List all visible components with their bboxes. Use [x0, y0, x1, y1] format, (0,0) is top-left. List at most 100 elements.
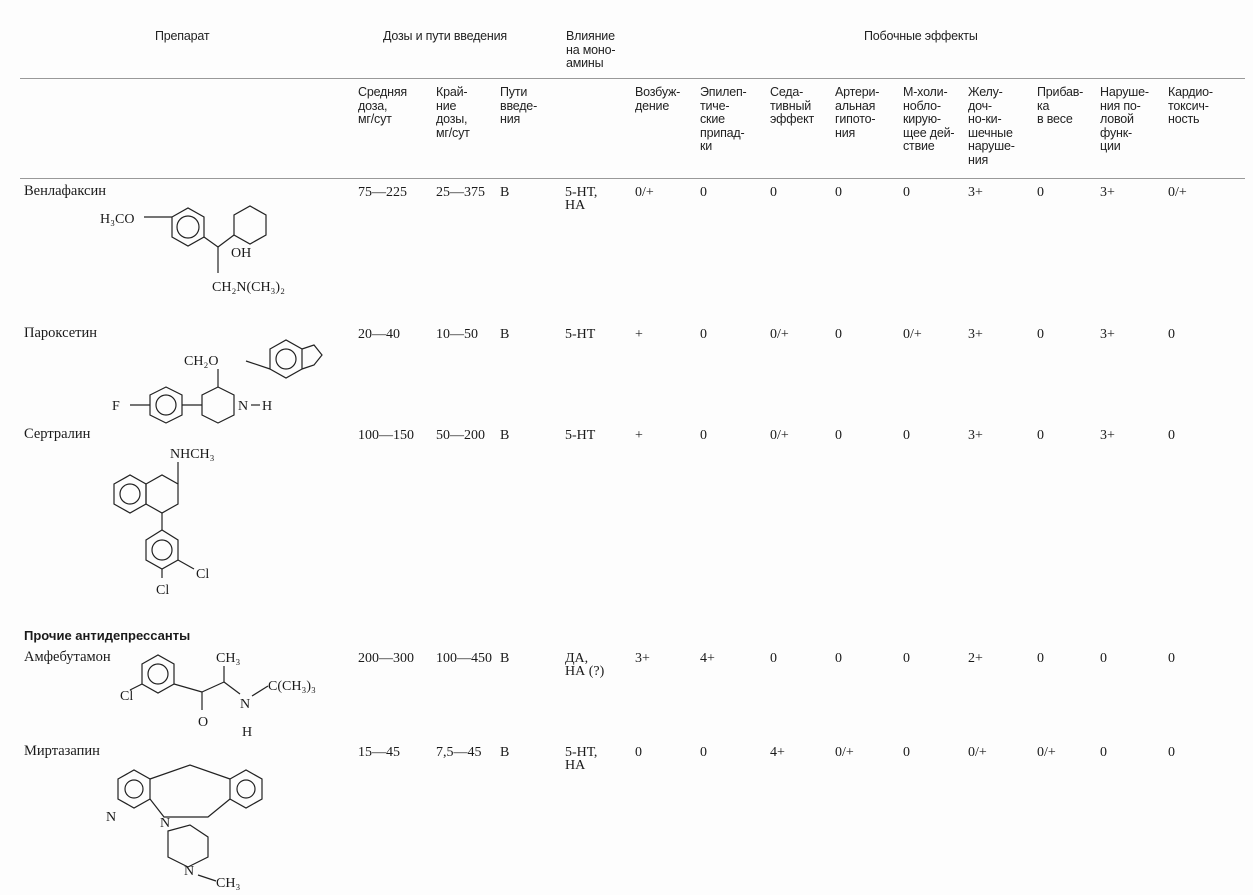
section-other-antidepressants: Прочие антидепрессанты — [24, 628, 191, 643]
header-drug: Препарат — [155, 29, 210, 43]
svg-text:Cl: Cl — [156, 583, 169, 598]
svg-text:Cl: Cl — [120, 689, 133, 704]
drug-name: Миртазапин — [24, 743, 100, 759]
table-cell: 75—225 — [358, 185, 407, 200]
drug-name: Венлафаксин — [24, 183, 107, 199]
table-cell: 0 — [903, 428, 910, 443]
table-cell: 0/+ — [968, 745, 987, 760]
subheader-seizures: Эпилеп- тиче- ские припад- ки — [700, 85, 747, 153]
svg-text:N: N — [160, 816, 170, 831]
sertraline-structure: NHCH₃ Cl Cl — [113, 447, 215, 598]
table-cell: 100—450 — [436, 651, 492, 666]
table-cell: 0 — [1168, 651, 1175, 666]
subheader-sexual-dysfunction: Наруше- ния по- ловой функ- ции — [1100, 85, 1149, 153]
svg-text:H: H — [262, 399, 272, 414]
table-cell: 5-НТ — [565, 327, 596, 342]
svg-text:CH₂O: CH₂O — [184, 354, 218, 369]
svg-text:C(CH₃)₃: C(CH₃)₃ — [268, 679, 316, 694]
table-cell: 0/+ — [770, 428, 789, 443]
drug-name: Пароксетин — [24, 325, 97, 341]
table-cell: В — [500, 327, 510, 342]
table-cell: 0 — [903, 745, 910, 760]
table-cell: 3+ — [635, 651, 650, 666]
subheader-weight-gain: Прибав- ка в весе — [1037, 85, 1084, 126]
table-cell: 25—375 — [436, 185, 485, 200]
table-cell: 10—50 — [436, 327, 478, 342]
mirtazapine-structure: N N N CH₃ — [106, 764, 263, 891]
svg-text:CH₃: CH₃ — [216, 651, 240, 666]
subheader-cardiotoxicity: Кардио- токсич- ность — [1168, 85, 1213, 126]
subheader-routes: Пути введе- ния — [500, 85, 538, 126]
table-cell: + — [635, 428, 643, 443]
table-cell: 4+ — [700, 651, 715, 666]
svg-text:H₃CO: H₃CO — [100, 212, 134, 227]
subheader-agitation: Возбуж- дение — [635, 85, 681, 113]
table-cell: 100—150 — [358, 428, 414, 443]
venlafaxine-structure: H₃CO OH CH₂N(CH₃)₂ — [100, 205, 285, 295]
table-cell: 15—45 — [358, 745, 400, 760]
table-cell: 0 — [1037, 327, 1044, 342]
table-cell: 0 — [700, 428, 707, 443]
svg-text:CH₃: CH₃ — [216, 876, 240, 891]
table-cell: 0 — [700, 745, 707, 760]
table-cell: 0 — [1168, 327, 1175, 342]
header-rule — [20, 78, 1245, 79]
subheader-extreme-doses: Край- ние дозы, мг/сут — [436, 85, 470, 140]
svg-text:N: N — [106, 810, 116, 825]
table-cell: В — [500, 185, 510, 200]
table-cell: 0/+ — [635, 185, 654, 200]
table-cell: 0 — [835, 327, 842, 342]
table-cell: 5-НТ — [565, 428, 596, 443]
table-cell: 0 — [903, 651, 910, 666]
header-monoamines: Влияние на моно- амины — [566, 29, 616, 70]
table-cell: 0 — [835, 428, 842, 443]
table-cell: 0 — [903, 185, 910, 200]
table-cell: 0 — [1168, 428, 1175, 443]
table-cell: 0 — [1037, 185, 1044, 200]
table-cell: 3+ — [968, 428, 983, 443]
svg-text:N: N — [240, 697, 250, 712]
table-cell: 0 — [635, 745, 642, 760]
table-cell: 3+ — [1100, 185, 1115, 200]
svg-text:O: O — [198, 715, 208, 730]
table-cell: ДА, НА (?) — [565, 651, 605, 679]
subheader-anticholinergic: М-холи- нобло- кирую- щее дей- ствие — [903, 85, 955, 153]
table-cell: 4+ — [770, 745, 785, 760]
table-cell: 200—300 — [358, 651, 414, 666]
svg-text:N: N — [184, 864, 194, 879]
svg-text:F: F — [112, 399, 120, 414]
table-cell: 0 — [1037, 651, 1044, 666]
table-cell: 0 — [770, 651, 777, 666]
table-cell: 0 — [1100, 745, 1107, 760]
subheader-avg-dose: Средняя доза, мг/сут — [358, 85, 407, 126]
table-cell: 0 — [1168, 745, 1175, 760]
table-cell: 20—40 — [358, 327, 400, 342]
table-cell: 50—200 — [436, 428, 485, 443]
svg-text:OH: OH — [231, 246, 251, 261]
table-cell: 0 — [770, 185, 777, 200]
drug-name: Сертралин — [24, 426, 91, 442]
table-cell: В — [500, 651, 510, 666]
table-cell: 5-НТ, НА — [565, 185, 598, 213]
subheader-hypotension: Артери- альная гипото- ния — [835, 85, 880, 140]
table-cell: 0 — [1100, 651, 1107, 666]
svg-text:Cl: Cl — [196, 567, 209, 582]
svg-text:H: H — [242, 725, 252, 740]
table-cell: 3+ — [1100, 428, 1115, 443]
subheader-gi-disorders: Желу- доч- но-ки- шечные наруше- ния — [968, 85, 1015, 167]
svg-text:NHCH₃: NHCH₃ — [170, 447, 215, 462]
svg-text:N: N — [238, 399, 248, 414]
table-cell: 7,5—45 — [436, 745, 482, 760]
table-cell: 0 — [700, 185, 707, 200]
header-doses-routes: Дозы и пути введения — [383, 29, 507, 43]
table-cell: 5-НТ, НА — [565, 745, 598, 773]
subheader-sedation: Седа- тивный эффект — [770, 85, 815, 126]
table-cell: 0 — [835, 185, 842, 200]
table-cell: 0 — [1037, 428, 1044, 443]
paroxetine-structure: CH₂O F N H — [112, 339, 323, 424]
amfebutamone-structure: Cl O CH₃ N H C(CH₃)₃ — [120, 651, 316, 740]
table-cell: 3+ — [968, 327, 983, 342]
header-side-effects: Побочные эффекты — [864, 29, 978, 43]
table-cell: 0 — [835, 651, 842, 666]
table-cell: 3+ — [968, 185, 983, 200]
